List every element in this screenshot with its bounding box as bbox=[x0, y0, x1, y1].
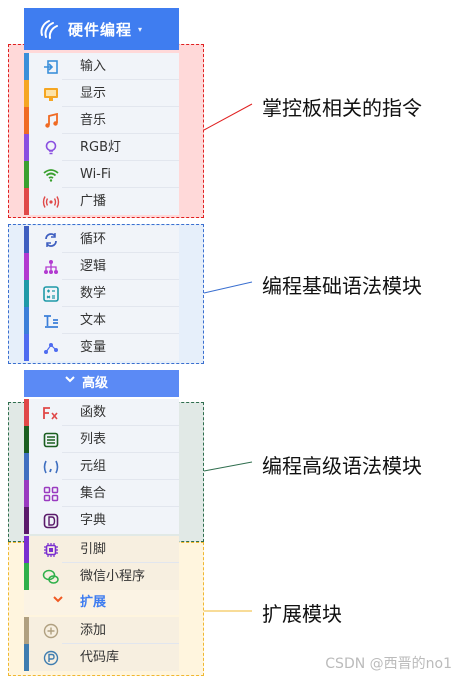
wifi-icon bbox=[42, 166, 60, 184]
annotation-advanced-syntax: 编程高级语法模块 bbox=[262, 454, 422, 478]
category-item-pin[interactable]: 引脚 bbox=[24, 536, 179, 563]
category-label: 微信小程序 bbox=[80, 569, 146, 584]
expand-label: 扩展 bbox=[80, 595, 107, 610]
category-header[interactable]: 硬件编程 ▾ bbox=[24, 8, 179, 50]
category-item-text[interactable]: 文本 bbox=[24, 307, 179, 334]
math-icon bbox=[42, 285, 60, 303]
category-label: 引脚 bbox=[80, 542, 107, 557]
variable-icon bbox=[42, 339, 60, 357]
category-item-variable[interactable]: 变量 bbox=[24, 334, 179, 361]
wechat-icon bbox=[42, 568, 60, 586]
category-label: 循环 bbox=[80, 232, 107, 247]
pin-icon bbox=[42, 541, 60, 559]
category-item-library[interactable]: 代码库 bbox=[24, 644, 179, 671]
category-item-function[interactable]: 函数 bbox=[24, 399, 179, 426]
category-label: Wi-Fi bbox=[80, 167, 112, 182]
header-title: 硬件编程 bbox=[68, 20, 133, 39]
category-item-tuple[interactable]: 元组 bbox=[24, 453, 179, 480]
watermark: CSDN @西晋的no1 bbox=[325, 656, 452, 672]
category-label: 字典 bbox=[80, 513, 107, 528]
display-icon bbox=[42, 85, 60, 103]
broadcast-icon bbox=[42, 193, 60, 211]
text-icon bbox=[42, 312, 60, 330]
category-label: 添加 bbox=[80, 623, 107, 638]
category-label: 元组 bbox=[80, 459, 107, 474]
category-item-dict[interactable]: 字典 bbox=[24, 507, 179, 534]
category-label: 函数 bbox=[80, 405, 107, 420]
add-icon bbox=[42, 622, 60, 640]
category-label: RGB灯 bbox=[80, 140, 122, 155]
set-icon bbox=[42, 485, 60, 503]
category-label: 代码库 bbox=[80, 650, 120, 665]
category-label: 列表 bbox=[80, 432, 107, 447]
category-item-list[interactable]: 列表 bbox=[24, 426, 179, 453]
annotation-board-commands: 掌控板相关的指令 bbox=[262, 96, 422, 120]
chevron-down-icon bbox=[52, 593, 64, 608]
chevron-down-icon[interactable]: ▾ bbox=[138, 24, 143, 34]
chevron-down-icon bbox=[64, 373, 76, 388]
category-item-loop[interactable]: 循环 bbox=[24, 226, 179, 253]
category-label: 集合 bbox=[80, 486, 107, 501]
tuple-icon bbox=[42, 458, 60, 476]
category-item-wechat[interactable]: 微信小程序 bbox=[24, 563, 179, 590]
category-item-display[interactable]: 显示 bbox=[24, 80, 179, 107]
advanced-toggle-button[interactable]: 高级 bbox=[24, 370, 179, 397]
category-label: 广播 bbox=[80, 194, 107, 209]
input-icon bbox=[42, 58, 60, 76]
music-icon bbox=[42, 112, 60, 130]
category-label: 显示 bbox=[80, 86, 107, 101]
function-icon bbox=[42, 404, 60, 422]
annotation-basic-syntax: 编程基础语法模块 bbox=[262, 274, 422, 298]
expand-toggle-button[interactable]: 扩展 bbox=[24, 590, 179, 615]
category-item-set[interactable]: 集合 bbox=[24, 480, 179, 507]
category-item-music[interactable]: 音乐 bbox=[24, 107, 179, 134]
category-item-rgb[interactable]: RGB灯 bbox=[24, 134, 179, 161]
loop-icon bbox=[42, 231, 60, 249]
category-label: 逻辑 bbox=[80, 259, 107, 274]
annotation-extension: 扩展模块 bbox=[262, 602, 342, 626]
category-label: 音乐 bbox=[80, 113, 107, 128]
category-item-add[interactable]: 添加 bbox=[24, 617, 179, 644]
library-icon bbox=[42, 649, 60, 667]
hand-logo-icon bbox=[40, 20, 58, 39]
category-label: 文本 bbox=[80, 313, 107, 328]
category-label: 数学 bbox=[80, 286, 107, 301]
category-label: 输入 bbox=[80, 59, 107, 74]
advanced-label: 高级 bbox=[82, 376, 109, 391]
dict-icon bbox=[42, 512, 60, 530]
category-label: 变量 bbox=[80, 340, 107, 355]
category-item-math[interactable]: 数学 bbox=[24, 280, 179, 307]
bulb-icon bbox=[42, 139, 60, 157]
category-item-input[interactable]: 输入 bbox=[24, 53, 179, 80]
category-item-logic[interactable]: 逻辑 bbox=[24, 253, 179, 280]
category-item-broadcast[interactable]: 广播 bbox=[24, 188, 179, 215]
logic-icon bbox=[42, 258, 60, 276]
list-icon bbox=[42, 431, 60, 449]
category-item-wifi[interactable]: Wi-Fi bbox=[24, 161, 179, 188]
